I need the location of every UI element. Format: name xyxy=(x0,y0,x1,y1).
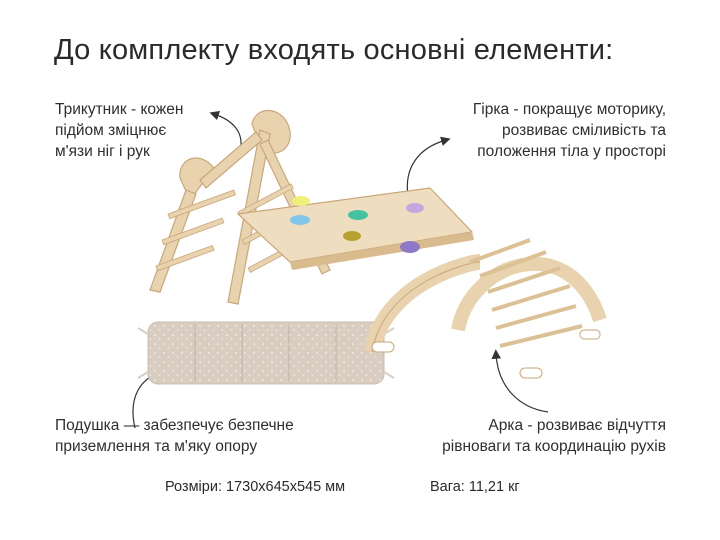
caption-line: Гірка - покращує моторику, xyxy=(472,101,666,118)
arch-rocker xyxy=(364,238,607,379)
caption-arch: Арка - розвиває відчуття рівноваги та ко… xyxy=(442,415,666,457)
caption-line: підйом зміцнює xyxy=(55,122,167,139)
caption-cushion: Подушка — забезпечує безпечне приземленн… xyxy=(55,415,294,457)
caption-line: розвиває сміливість та xyxy=(502,122,666,139)
caption-line: рівноваги та координацію рухів xyxy=(442,438,666,455)
caption-line: Трикутник - кожен xyxy=(55,101,184,118)
caption-line: положення тіла у просторі xyxy=(477,143,666,160)
spec-weight: Вага: 11,21 кг xyxy=(430,479,520,495)
spec-size: Розміри: 1730х645х545 мм xyxy=(165,479,346,495)
caption-triangle: Трикутник - кожен підйом зміцнює м'язи н… xyxy=(55,99,183,162)
caption-slide: Гірка - покращує моторику, розвиває сміл… xyxy=(473,99,666,162)
cushion xyxy=(137,321,395,385)
caption-line: приземлення та м'яку опору xyxy=(55,438,258,455)
curved-arrow-icon xyxy=(406,136,451,197)
caption-line: м'язи ніг і рук xyxy=(55,143,150,160)
page-title: До комплекту входять основні елементи: xyxy=(54,34,614,66)
curved-arrow-icon xyxy=(491,349,549,413)
caption-line: Подушка — забезпечує безпечне xyxy=(55,417,294,434)
slide-board xyxy=(236,187,474,270)
caption-line: Арка - розвиває відчуття xyxy=(488,417,666,434)
